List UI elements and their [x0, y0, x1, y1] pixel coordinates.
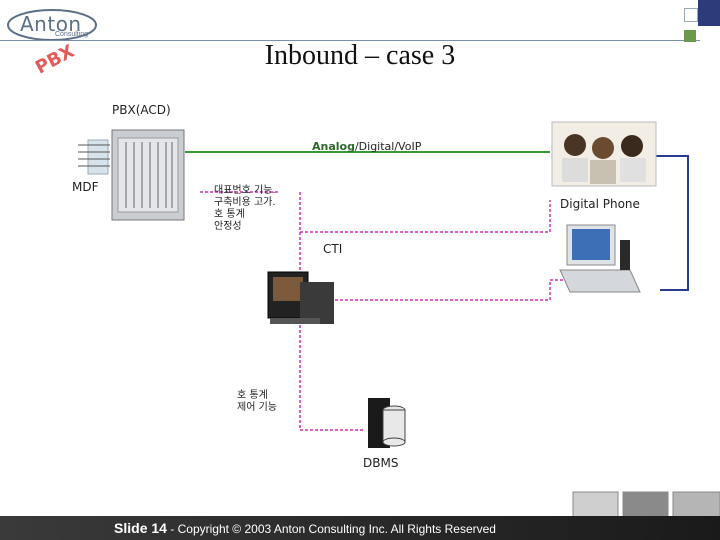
digital-phone-label: Digital Phone — [560, 197, 640, 211]
corner-square-white — [684, 8, 698, 22]
pbx-feature-line: 안정성 — [214, 221, 242, 232]
analog-label-rest: /Digital/VoIP — [354, 140, 422, 153]
mdf-icon — [78, 139, 110, 175]
cti-link-pc — [330, 279, 565, 301]
header-rule — [0, 40, 700, 41]
cti-features-note: 호 통계 제어 기능 — [237, 390, 277, 414]
cti-link-agents — [299, 192, 551, 233]
corner-square-green — [684, 30, 696, 42]
slide-number: Slide 14 — [114, 520, 167, 536]
footer-bar — [0, 516, 720, 540]
agents-photo-icon — [551, 121, 657, 187]
mdf-label: MDF — [72, 180, 99, 194]
corner-square-dark — [698, 0, 720, 26]
pbx-acd-label: PBX(ACD) — [112, 103, 171, 117]
cti-feature-line: 제어 기능 — [237, 402, 277, 413]
pbx-feature-line: 호 통계 — [214, 209, 245, 220]
dbms-icon — [368, 398, 406, 448]
page-title: Inbound – case 3 — [264, 40, 456, 71]
phone-line — [655, 155, 689, 291]
cti-server-icon — [267, 271, 334, 324]
pbx-feature-line: 대표번호 기능. — [214, 185, 276, 196]
pbx-features-note: 대표번호 기능. 구축비용 고가. 호 통계 안정성 — [214, 185, 276, 233]
logo-name: Anton — [20, 12, 82, 36]
dbms-label: DBMS — [363, 456, 399, 470]
footer-text: Slide 14 - Copyright © 2003 Anton Consul… — [0, 520, 610, 536]
pbx-cabinet-icon — [111, 129, 185, 221]
analog-label-green: Analog — [312, 140, 355, 153]
copyright-text: - Copyright © 2003 Anton Consulting Inc.… — [166, 522, 496, 536]
logo-sub: Consulting — [55, 31, 89, 38]
cti-label: CTI — [323, 242, 343, 256]
cti-link-db — [299, 325, 365, 431]
digital-phone-pc-icon — [559, 224, 641, 293]
cti-feature-line: 호 통계 — [237, 390, 268, 401]
pbx-feature-line: 구축비용 고가. — [214, 197, 276, 208]
analog-label: Analog/Digital/VoIP — [312, 140, 421, 153]
